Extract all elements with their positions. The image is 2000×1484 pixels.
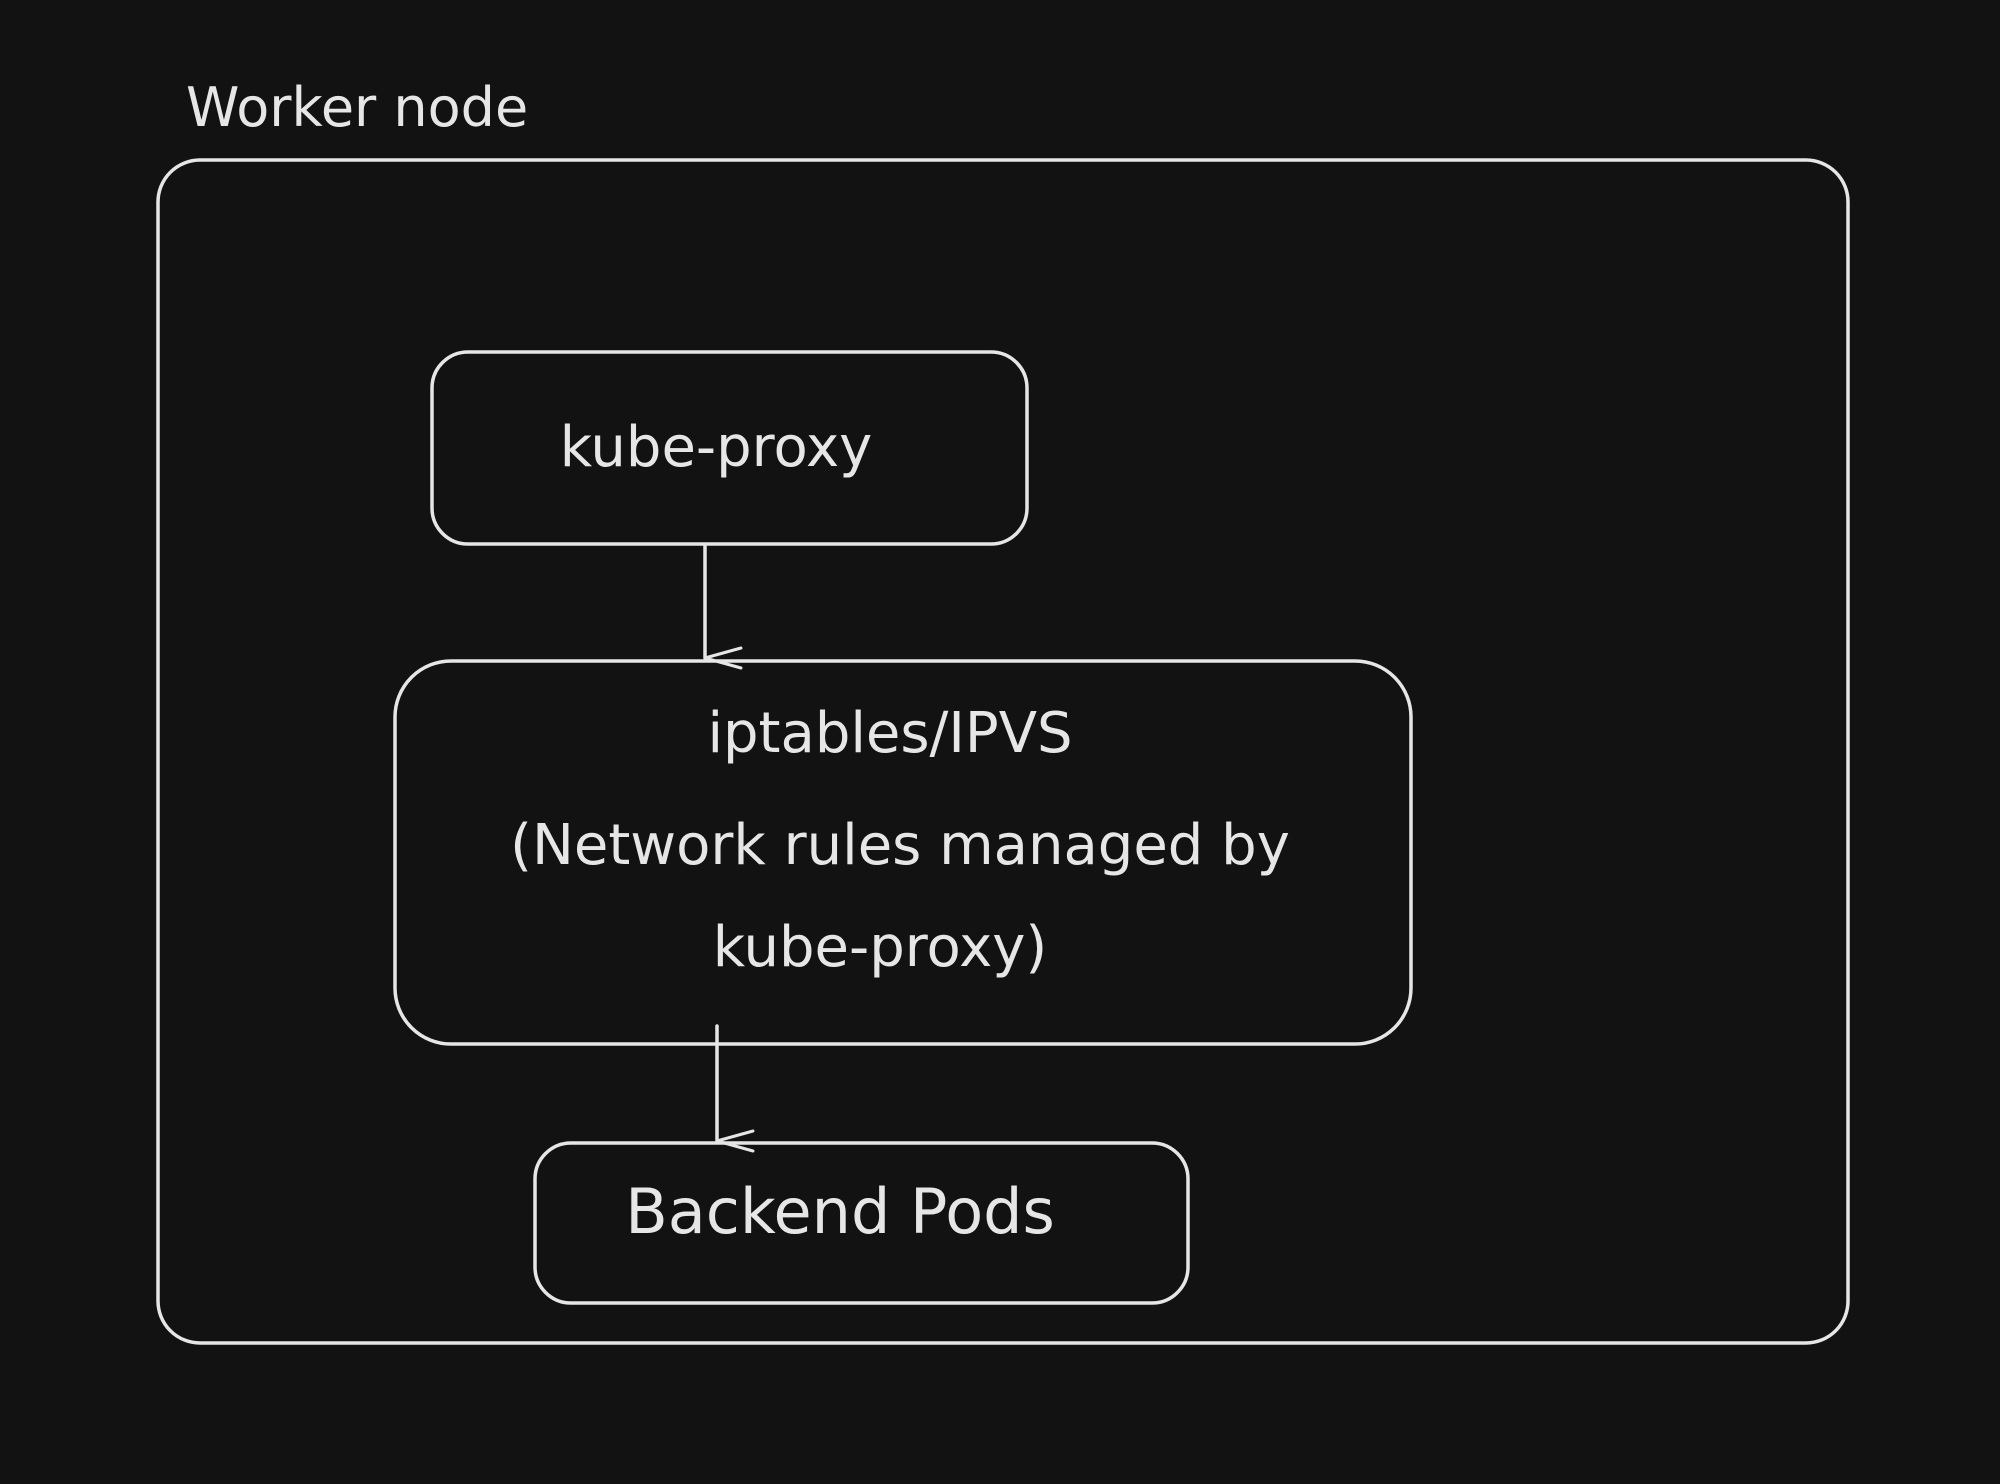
node-kube-proxy-box — [430, 350, 1029, 546]
node-kube-proxy-label: kube-proxy — [560, 415, 873, 480]
node-iptables-box — [393, 659, 1413, 1046]
node-backend-pods-box — [533, 1141, 1190, 1305]
worker-node-container: Worker node — [156, 76, 1850, 1345]
node-backend-pods-label: Backend Pods — [625, 1175, 1055, 1248]
node-iptables: iptables/IPVS (Network rules managed by … — [393, 659, 1413, 1046]
node-backend-pods: Backend Pods — [533, 1141, 1190, 1305]
worker-node-label: Worker node — [186, 76, 528, 139]
node-iptables-line-1: iptables/IPVS — [707, 701, 1072, 766]
worker-node-frame — [156, 158, 1850, 1345]
node-kube-proxy: kube-proxy — [430, 350, 1029, 546]
node-iptables-line-2: (Network rules managed by — [510, 813, 1290, 878]
node-iptables-line-3: kube-proxy) — [713, 915, 1047, 980]
